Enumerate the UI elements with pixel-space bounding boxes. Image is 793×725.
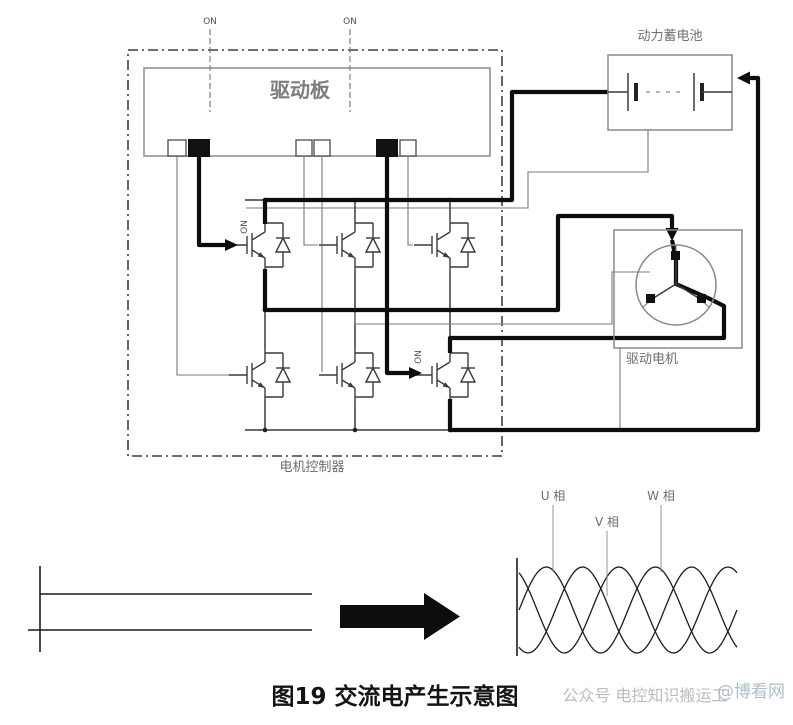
on-label-active-igbt-bottom: ON: [414, 350, 424, 364]
active-gate-wire-top: [196, 157, 228, 248]
phase-u-wave: [518, 566, 738, 654]
on-label-active-igbt-top: ON: [240, 220, 250, 234]
motor-controller-label: 电机控制器: [279, 460, 344, 475]
driver-board-label: 驱动板: [270, 78, 331, 102]
motor-windings-icon: [642, 245, 710, 308]
battery-label: 动力蓄电池: [637, 29, 702, 44]
motor-return-wire: [447, 239, 727, 353]
igbt-with-diode: [318, 348, 381, 402]
igbt-with-diode: [318, 218, 381, 272]
igbt-with-diode: [413, 218, 476, 272]
gate-control-inputs: ON ON: [203, 17, 357, 112]
dc-waveform: [28, 566, 312, 652]
right-arrowhead-icon: [225, 239, 238, 251]
current-path: [196, 71, 761, 433]
connector-outline: [167, 139, 187, 157]
phase-v-wire: [354, 271, 650, 325]
igbt-bridge: ON ON: [228, 218, 476, 402]
phase-w-wave: [518, 566, 738, 654]
bridge-to-battery-wire: [447, 75, 761, 433]
power-battery: 动力蓄电池: [607, 29, 733, 131]
driver-board-connectors: [167, 139, 417, 157]
down-arrowhead-icon: [665, 228, 679, 241]
connector-outline: [399, 139, 417, 157]
on-label-top-right: ON: [343, 17, 357, 27]
motor-box: [613, 229, 743, 349]
motor-label: 驱动电机: [626, 352, 678, 367]
phase-w-label: W 相: [647, 489, 675, 503]
motor-controller-outline: [127, 49, 503, 457]
gate-wire: [303, 157, 318, 246]
gate-wire: [176, 157, 229, 376]
phase-v-label: V 相: [595, 515, 619, 529]
three-phase-waveform-chart: U 相 V 相 W 相: [516, 489, 738, 656]
left-arrowhead-icon: [737, 71, 750, 85]
battery-to-bridge-wire: [262, 89, 608, 224]
phase-u-label: U 相: [541, 489, 566, 503]
phase-u-to-motor-wire: [262, 213, 675, 313]
watermark-wechat: 公众号 电控知识搬运工: [562, 686, 727, 705]
active-gate-wire-bottom: [384, 157, 412, 376]
on-label-top-left: ON: [203, 17, 217, 27]
connector-active: [188, 139, 210, 157]
battery-cells-icon: [608, 73, 732, 111]
thin-wiring: [176, 130, 650, 431]
connector-outline: [313, 139, 331, 157]
gate-wire: [407, 157, 413, 246]
igbt-with-diode: [228, 348, 291, 402]
phase-v-wave: [518, 566, 738, 654]
connector-active: [376, 139, 398, 157]
watermark-bokan: @博看网: [717, 682, 785, 702]
bus-companion-wire: [246, 130, 649, 209]
drive-motor: 驱动电机: [613, 229, 743, 367]
igbt-with-diode: [228, 218, 291, 272]
connector-outline: [295, 139, 313, 157]
figure-caption: 图19 交流电产生示意图: [271, 683, 518, 710]
flow-arrow-icon: [340, 593, 460, 640]
right-arrowhead-icon: [409, 367, 422, 379]
